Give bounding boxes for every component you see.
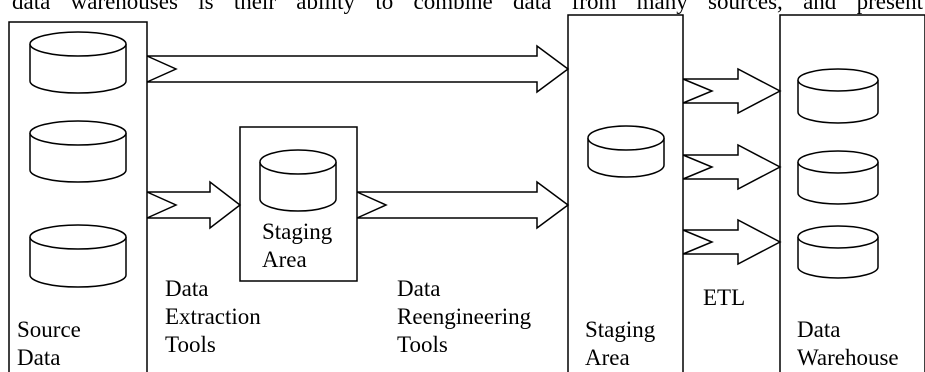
etl-label: ETL (703, 285, 746, 310)
database-icon (797, 150, 879, 205)
header-text-line: data warehouses is their ability to comb… (12, 0, 923, 14)
database-icon (29, 31, 127, 94)
database-icon (29, 224, 127, 288)
arrow-inner-staging-to-staging (356, 180, 570, 230)
database-icon (797, 68, 879, 124)
arrow-etl-middle (682, 143, 782, 191)
arrow-etl-bottom (682, 218, 782, 266)
database-icon (587, 125, 665, 178)
database-icon (797, 225, 879, 279)
data-reengineering-tools-label: Data Reengineering Tools (397, 276, 532, 357)
arrow-etl-top (682, 67, 782, 115)
database-icon (259, 149, 337, 212)
staging-area-box (567, 14, 684, 372)
data-extraction-tools-label: Data Extraction Tools (165, 276, 261, 357)
staging-area-label: Staging Area (585, 317, 656, 370)
source-data-label: Source Data (17, 317, 81, 370)
arrow-source-to-staging-top (146, 44, 570, 94)
data-warehouse-label: Data Warehouse (797, 317, 899, 370)
inner-staging-area-label: Staging Area (262, 219, 333, 272)
arrow-source-to-inner-staging (146, 180, 242, 230)
database-icon (29, 120, 127, 183)
